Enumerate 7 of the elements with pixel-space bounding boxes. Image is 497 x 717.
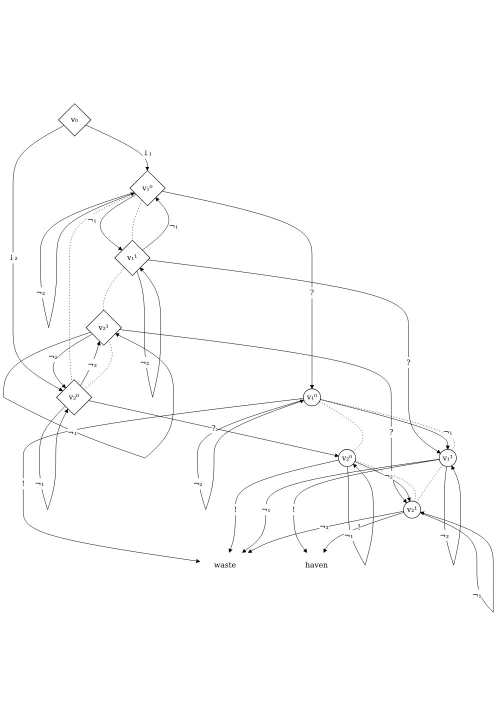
connector	[83, 340, 112, 390]
arrow	[40, 192, 135, 328]
arrow	[420, 512, 494, 613]
connector	[416, 465, 443, 504]
connector	[103, 268, 124, 311]
arrow	[197, 400, 304, 510]
connector	[319, 402, 364, 453]
